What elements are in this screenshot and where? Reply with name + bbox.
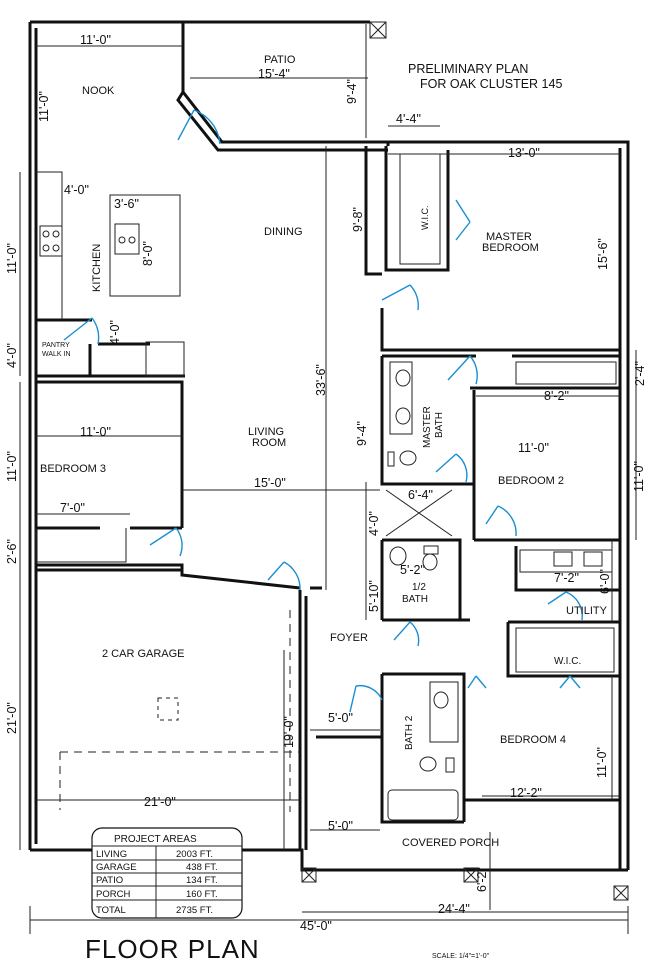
dim-garage-width: 21'-0" (144, 795, 176, 809)
room-label-bedroom3: BEDROOM 3 (40, 463, 106, 475)
room-label-master-1: MASTER (486, 231, 532, 243)
dim-utility-depth: 6'-0" (598, 569, 612, 594)
half-bath-sink-icon (389, 546, 407, 566)
dim-porch-width: 24'-4" (438, 902, 470, 916)
room-label-mbath-2: BATH (434, 412, 445, 438)
dim-shower-4-0: 4'-0" (367, 511, 381, 536)
range-icon (39, 225, 63, 257)
dim-garage-depth: 21'-0" (5, 702, 19, 734)
bath2-sink-icon (433, 691, 449, 709)
room-label-half-bath-1: 1/2 (412, 582, 426, 593)
porch-posts (301, 867, 629, 901)
garage-details (59, 610, 300, 812)
room-label-bath2: BATH 2 (404, 715, 415, 750)
room-label-utility: UTILITY (566, 605, 608, 617)
vanity-sink-icon-2 (395, 407, 411, 425)
room-label-garage: 2 CAR GARAGE (102, 648, 185, 660)
areas-row-label: PORCH (96, 889, 130, 900)
room-label-living-2: ROOM (252, 437, 286, 449)
toilet-icon (399, 450, 417, 466)
dim-bed3-width: 11'-0" (80, 425, 111, 439)
dim-porch-5-0: 5'-0" (328, 819, 353, 833)
room-label-living-1: LIVING (248, 426, 284, 438)
room-label-foyer: FOYER (330, 632, 368, 644)
areas-row-label: GARAGE (96, 862, 137, 873)
dim-patio-depth: 9'-4" (345, 79, 359, 104)
areas-row-value: 134 FT. (186, 875, 218, 886)
vanity-sink-icon (395, 369, 411, 387)
room-label-master-2: BEDROOM (482, 242, 539, 254)
plan-header-line2: FOR OAK CLUSTER 145 (420, 77, 562, 91)
dim-patio-width: 15'-4" (258, 67, 290, 81)
door-swings (63, 109, 583, 713)
dim-foyer-width: 5'-0" (328, 711, 353, 725)
dim-mbath-9-4: 9'-4" (355, 421, 369, 446)
room-label-covered-porch: COVERED PORCH (402, 837, 499, 849)
dimension-lines (19, 24, 637, 934)
dim-master-closet: 9'-8" (351, 207, 365, 232)
room-label-bedroom4: BEDROOM 4 (500, 734, 566, 746)
dim-bed4-depth: 11'-0" (595, 747, 609, 778)
dim-garage-inner: 19'-0" (282, 716, 296, 748)
dim-kitchen-3-6: 3'-6" (114, 197, 139, 211)
areas-row-value: 2735 FT. (176, 905, 213, 916)
dim-living-width: 15'-0" (254, 476, 286, 490)
dim-porch-depth: 6'-2" (475, 867, 489, 892)
dim-half-bath-depth: 5'-10" (367, 580, 381, 612)
dim-nook-width: 11'-0" (80, 33, 111, 47)
dim-bed2-8-2: 8'-2" (544, 389, 569, 403)
dim-kitchen-depth: 11'-0" (5, 243, 19, 274)
dim-overall-width: 45'-0" (300, 919, 332, 933)
dim-bed3-depth: 11'-0" (5, 451, 19, 482)
room-label-dining: DINING (264, 226, 303, 238)
areas-row-label: LIVING (96, 849, 127, 860)
room-label-kitchen: KITCHEN (91, 244, 103, 292)
dim-kitchen-4-0: 4'-0" (64, 183, 89, 197)
areas-row-value: 438 FT. (186, 862, 218, 873)
room-label-nook: NOOK (82, 85, 115, 97)
room-label-patio: PATIO (264, 54, 296, 66)
dim-right-2-4: 2'-4" (633, 361, 647, 386)
corner-post (369, 21, 387, 39)
dim-dining-length: 33'-6" (314, 364, 328, 396)
room-label-pantry-1: PANTRY (42, 342, 70, 349)
dim-master-depth: 15'-6" (596, 238, 610, 270)
dim-bed2-width: 11'-0" (518, 441, 549, 455)
room-label-pantry-2: WALK IN (42, 351, 71, 358)
dim-pantry-4-0: 4'-0" (108, 320, 122, 345)
dim-pantry-depth: 4'-0" (5, 343, 19, 368)
dim-left-2-6: 2'-6" (5, 539, 19, 564)
bath2-toilet-icon (419, 756, 437, 772)
areas-row-label: PATIO (96, 875, 123, 886)
room-label-wic-master: W.I.C. (420, 206, 430, 231)
dim-bed3-closet: 7'-0" (60, 501, 85, 515)
dim-bed4-width: 12'-2" (510, 786, 542, 800)
areas-row-value: 160 FT. (186, 889, 218, 900)
room-label-mbath-1: MASTER (422, 406, 433, 448)
project-areas-table: PROJECT AREAS LIVING 2003 FT. GARAGE 438… (91, 827, 243, 919)
dim-bed2-depth: 11'-0" (632, 461, 646, 492)
room-label-bedroom2: BEDROOM 2 (498, 475, 564, 487)
room-label-wic-bed4: W.I.C. (554, 656, 581, 667)
sink-icon (114, 223, 140, 255)
dim-nook-depth: 11'-0" (37, 91, 51, 122)
bathtub-icon (387, 789, 459, 821)
dim-shower-6-4: 6'-4" (408, 488, 433, 502)
areas-title: PROJECT AREAS (114, 834, 197, 845)
kitchen-counters (35, 171, 185, 563)
plan-header-line1: PRELIMINARY PLAN (408, 62, 528, 76)
areas-row-label: TOTAL (96, 905, 126, 916)
dim-master-width: 13'-0" (508, 146, 540, 160)
dim-half-bath-width: 5'-2" (400, 563, 425, 577)
areas-row-value: 2003 FT. (176, 849, 213, 860)
dim-kitchen-8-0: 8'-0" (141, 241, 155, 266)
fixtures (39, 153, 617, 821)
drawing-scale: SCALE: 1/4"=1'-0" (432, 953, 490, 960)
dim-4-4: 4'-4" (396, 112, 421, 126)
dim-utility-width: 7'-2" (554, 571, 579, 585)
drawing-title: FLOOR PLAN (85, 934, 260, 964)
room-label-half-bath-2: BATH (402, 594, 428, 605)
